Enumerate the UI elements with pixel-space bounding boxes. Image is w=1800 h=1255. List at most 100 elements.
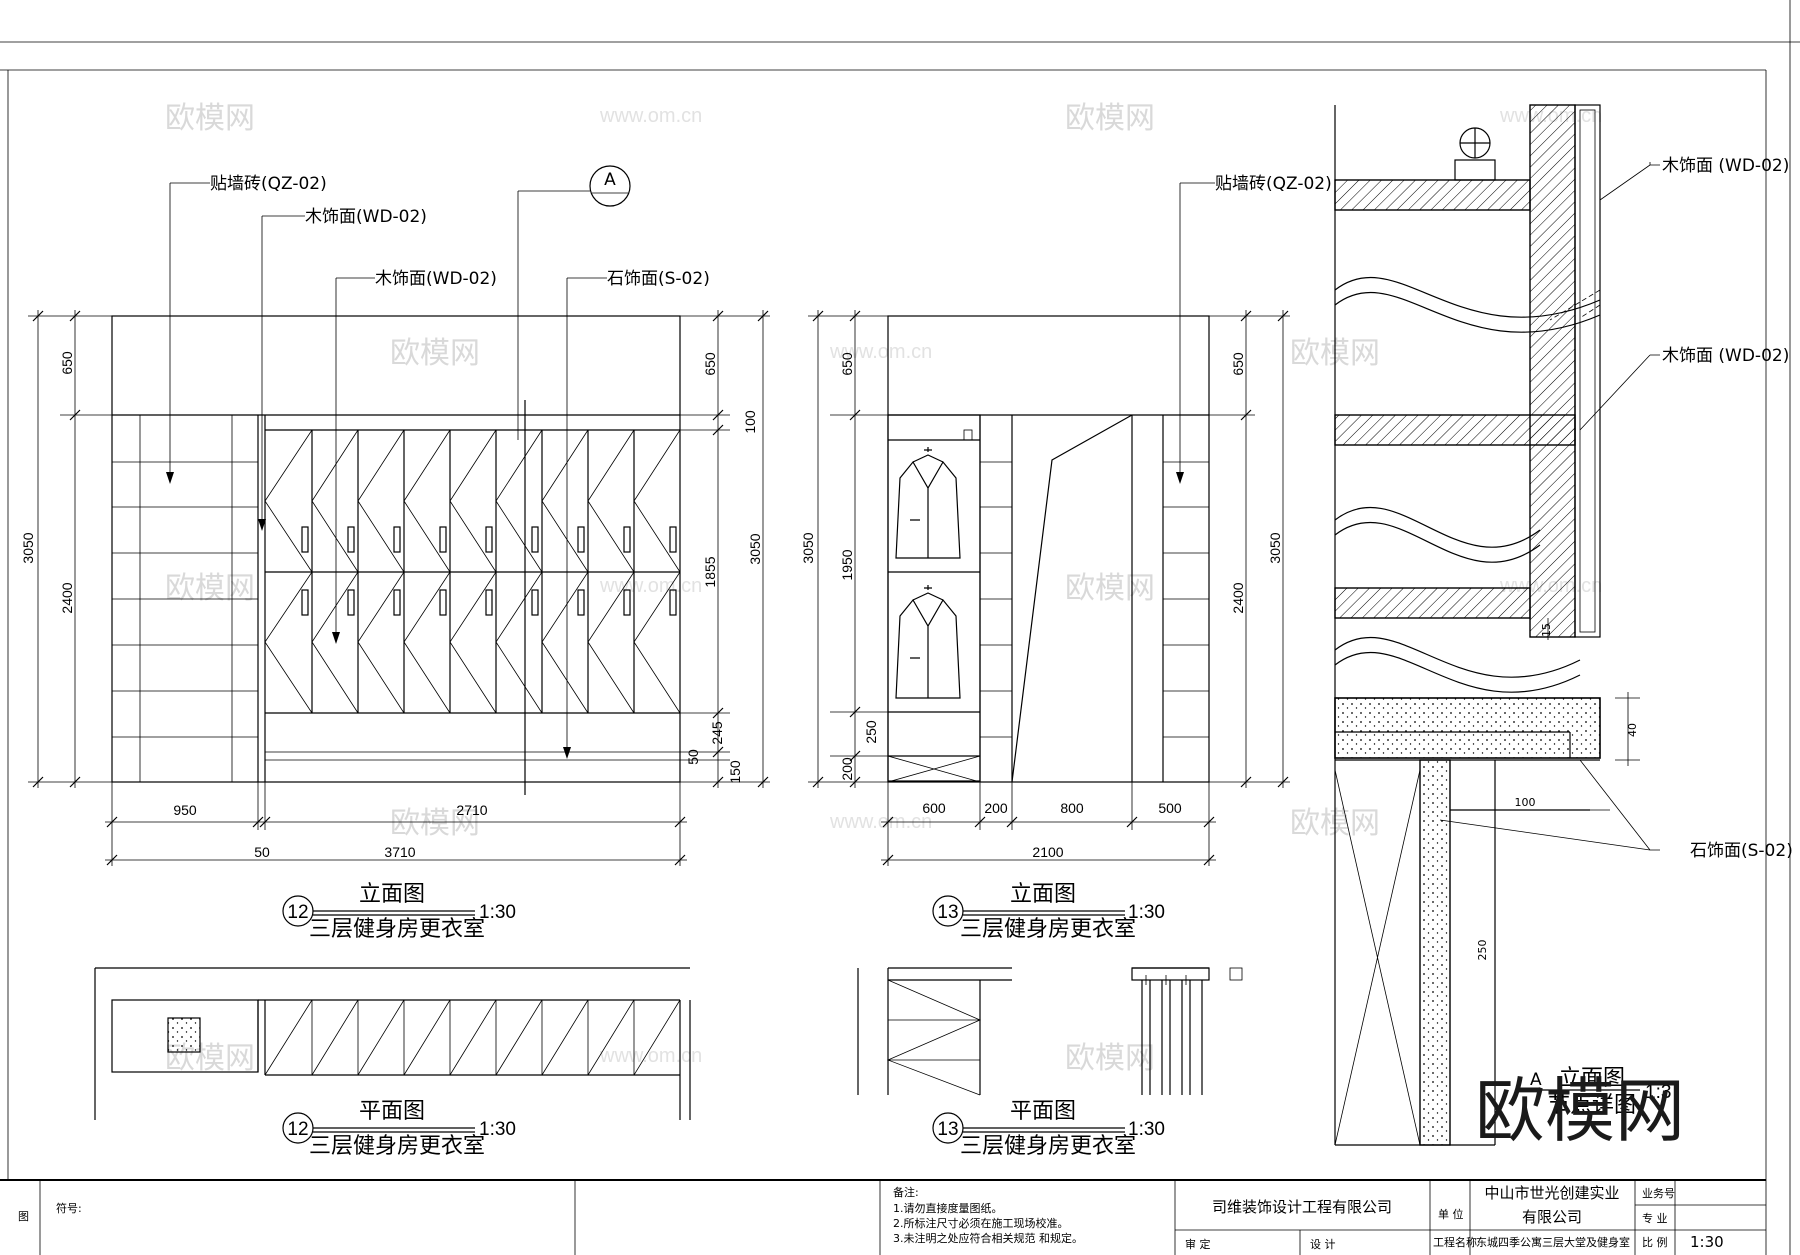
title-block: 图 符号: 备注: 1.请勿直接度量图纸。 2.所标注尺寸必须在施工现场校准。 …: [0, 1179, 1766, 1255]
dim-label: 2400: [1230, 582, 1246, 613]
dim-label: 40: [1626, 723, 1639, 737]
drawing-title: 平面图: [359, 1099, 425, 1124]
dim-label: 2400: [59, 582, 75, 613]
sheet-tag: 图: [18, 1210, 29, 1223]
project-name: 东城四季公寓三层大堂及健身室: [1476, 1235, 1630, 1249]
note-item: 1.请勿直接度量图纸。: [893, 1201, 1003, 1215]
locker-handles: [301, 526, 677, 616]
dim-label: 100: [742, 410, 758, 434]
hanging-jacket-icon: [895, 585, 961, 699]
callout-wall-tile: 贴墙砖(QZ-02): [210, 174, 327, 194]
section-detail-drawing: [1334, 104, 1601, 1146]
watermark-brand: 欧模网: [1065, 1041, 1155, 1076]
dim-label: 650: [59, 351, 75, 375]
client-name: 有限公司: [1522, 1208, 1582, 1226]
drawing-title: 平面图: [1010, 1099, 1076, 1124]
dim-label: 3050: [1267, 532, 1283, 563]
watermark-brand: 欧模网: [1065, 571, 1155, 606]
dim-label: 150: [727, 760, 743, 784]
callout-wood-veneer: 木饰面(WD-02): [375, 269, 497, 289]
section-detail-title: A 立面图 节点详图 1:3: [1530, 1066, 1671, 1118]
elevation-12-drawing: [111, 315, 681, 795]
watermark-url: www.om.cn: [599, 105, 702, 127]
elevation-13-callouts: 贴墙砖(QZ-02): [1176, 174, 1332, 484]
drawing-scale: 1:3: [1645, 1082, 1671, 1103]
watermark-brand: 欧模网: [165, 101, 255, 136]
dim-label: 3710: [384, 844, 415, 860]
callout-wood-veneer: 木饰面 (WD-02): [1662, 346, 1789, 366]
dim-label: 50: [254, 844, 270, 860]
dim-label: 3050: [747, 533, 763, 564]
dim-label: 200: [984, 800, 1008, 816]
section-marker-label: A: [604, 170, 616, 190]
callout-stone-finish: 石饰面(S-02): [607, 269, 710, 289]
svg-text:12: 12: [287, 902, 308, 923]
watermark-url: www.om.cn: [599, 1045, 702, 1067]
section-detail-callouts: 木饰面 (WD-02) 木饰面 (WD-02) 石饰面(S-02): [1439, 156, 1793, 861]
section-detail-dimensions: 15 40 100 250: [1450, 618, 1640, 961]
svg-text:13: 13: [937, 902, 958, 923]
elevation-13-title: 13 立面图 三层健身房更衣室 1:30: [932, 882, 1165, 942]
watermark-brand: 欧模网: [1065, 101, 1155, 136]
discipline-label: 专 业: [1642, 1211, 1668, 1225]
watermark-brand: 欧模网: [390, 336, 480, 371]
scale-value: 1:30: [1690, 1233, 1724, 1251]
drawing-scale: 1:30: [1128, 1119, 1165, 1140]
watermark-logo: 欧模网: [1475, 1070, 1685, 1152]
callout-wood-veneer: 木饰面 (WD-02): [1662, 156, 1789, 176]
plan-13-title: 13 平面图 三层健身房更衣室 1:30: [932, 1099, 1165, 1159]
elevation-12-dimensions: 650 2400 3050 650 100 1855 245 50 150 30…: [20, 310, 770, 866]
drawing-title: 立面图: [359, 882, 425, 907]
locker-doors: [264, 429, 681, 714]
symbol-label: 符号:: [56, 1202, 82, 1215]
drawing-title: 立面图: [1559, 1066, 1625, 1091]
drawing-scale: 1:30: [1128, 902, 1165, 923]
dim-label: 1855: [702, 556, 718, 587]
hanging-jacket-icon: [895, 447, 961, 559]
callout-stone-finish: 石饰面(S-02): [1690, 841, 1793, 861]
job-number-label: 业务号: [1642, 1187, 1675, 1200]
callout-wood-veneer: 木饰面(WD-02): [305, 207, 427, 227]
project-label: 工程名称: [1433, 1235, 1477, 1249]
dim-label: 2100: [1032, 844, 1063, 860]
detail-marker: A: [1530, 1070, 1542, 1090]
plan-12-title: 12 平面图 三层健身房更衣室 1:30: [282, 1099, 516, 1159]
dim-label: 650: [1230, 352, 1246, 376]
elevation-12-callouts: 贴墙砖(QZ-02) 木饰面(WD-02) 木饰面(WD-02) 石饰面(S-0…: [166, 165, 710, 759]
review-label: 审 定: [1185, 1237, 1211, 1251]
dim-label: 3050: [800, 532, 816, 563]
dim-label: 800: [1060, 800, 1084, 816]
drawing-title: 立面图: [1010, 882, 1076, 907]
plan-13-drawing: [857, 967, 1243, 1096]
drawing-subtitle: 三层健身房更衣室: [960, 917, 1136, 942]
elevation-12-title: 12 立面图 三层健身房更衣室 1:30: [282, 882, 516, 942]
drawing-subtitle: 节点详图: [1548, 1093, 1636, 1118]
watermark-url: www.om.cn: [829, 811, 932, 833]
svg-text:12: 12: [287, 1119, 308, 1140]
note-item: 2.所标注尺寸必须在施工现场校准。: [893, 1216, 1069, 1230]
dim-label: 245: [709, 721, 725, 745]
dim-label: 950: [173, 802, 197, 818]
note-item: 3.未注明之处应符合相关规范 和规定。: [893, 1231, 1083, 1245]
drawing-subtitle: 三层健身房更衣室: [309, 1134, 485, 1159]
plan-12-drawing: [94, 967, 691, 1120]
drawing-subtitle: 三层健身房更衣室: [309, 917, 485, 942]
dim-label: 250: [1476, 940, 1489, 961]
drawing-scale: 1:30: [479, 1119, 516, 1140]
dim-label: 650: [702, 352, 718, 376]
watermark-brand: 欧模网: [390, 806, 480, 841]
elevation-13-drawing: [887, 315, 1210, 783]
dim-label: 650: [839, 352, 855, 376]
watermark-url: www.om.cn: [599, 575, 702, 597]
scale-label: 比 例: [1642, 1235, 1668, 1249]
drawing-scale: 1:30: [479, 902, 516, 923]
dim-label: 50: [685, 749, 701, 765]
unit-label: 单 位: [1438, 1207, 1464, 1221]
watermark-brand: 欧模网: [165, 571, 255, 606]
dim-label: 2710: [456, 802, 487, 818]
design-label: 设 计: [1310, 1238, 1336, 1251]
elevation-13-dimensions: 650 1950 250 200 3050 650 2400 3050 600 …: [800, 310, 1290, 866]
dim-label: 100: [1515, 796, 1536, 809]
